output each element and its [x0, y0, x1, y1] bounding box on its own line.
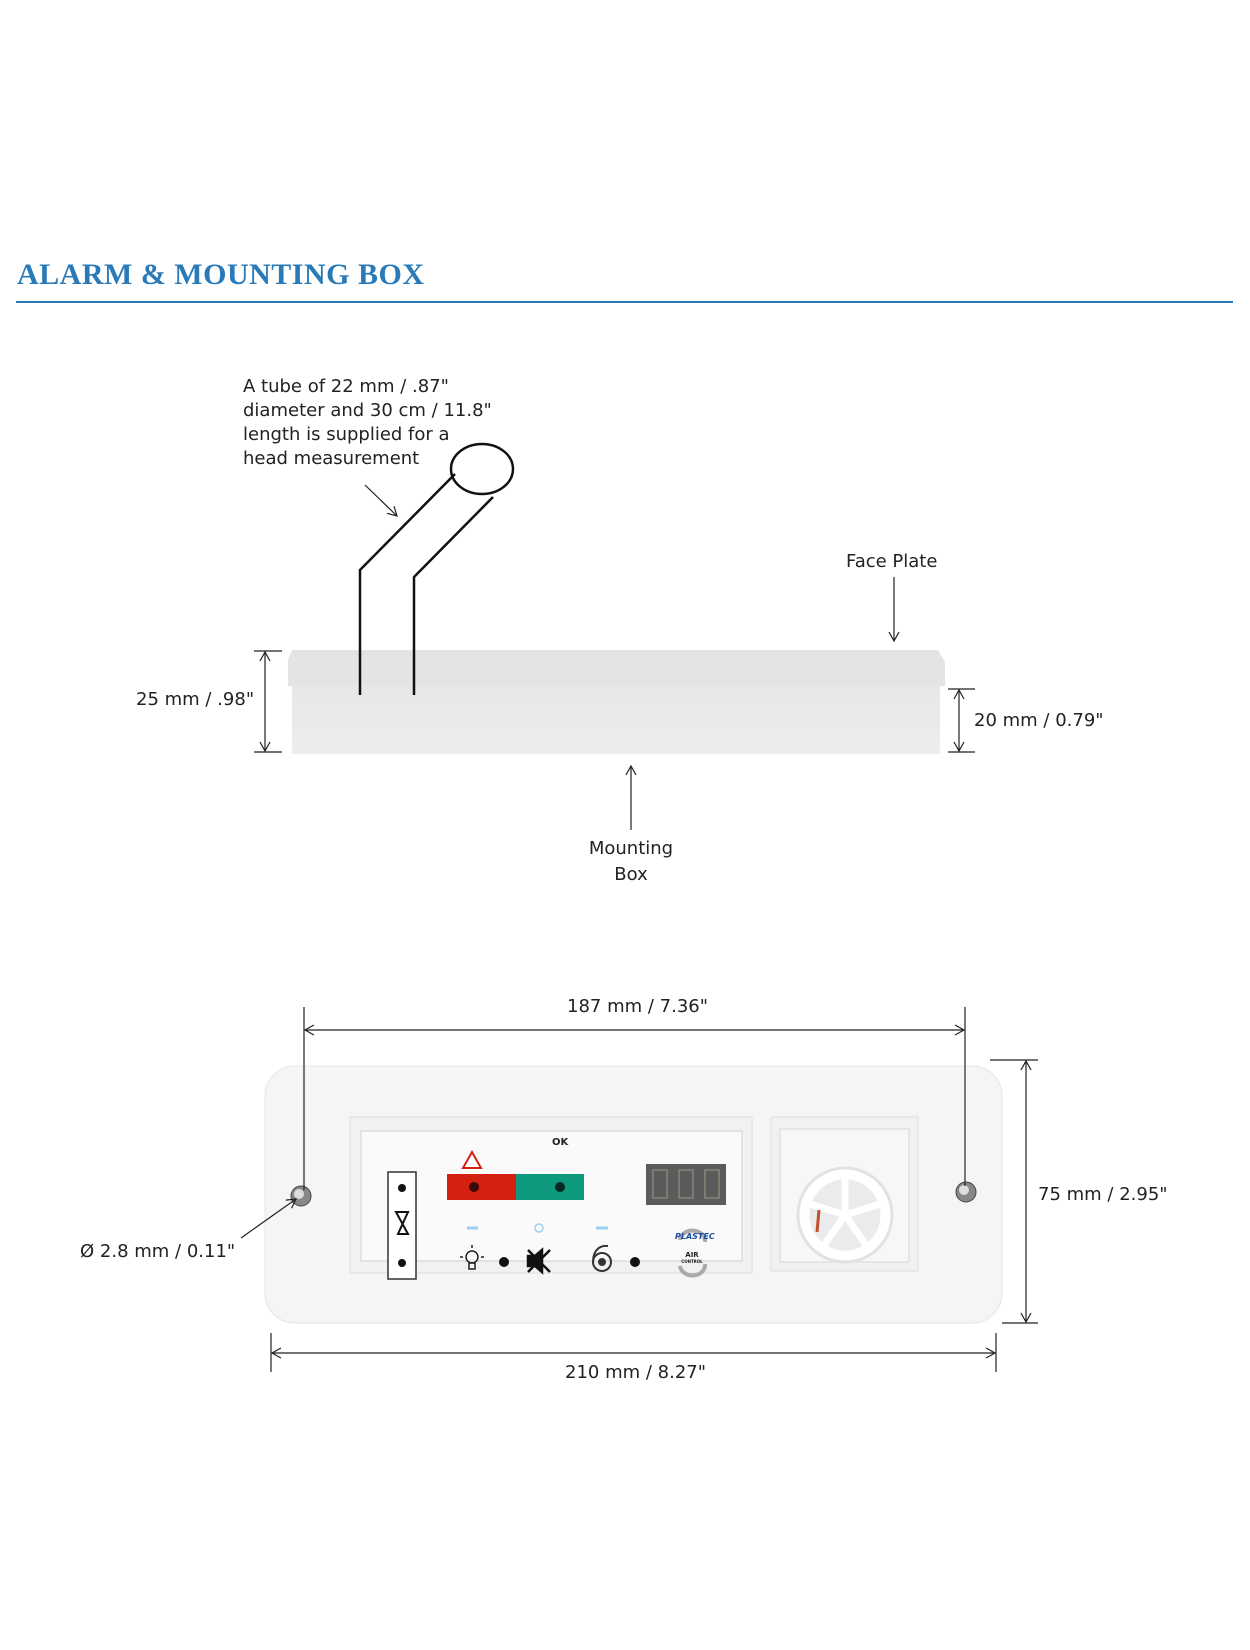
logo-name: PLASTEC [675, 1232, 715, 1241]
tube-note-line: length is supplied for a [243, 424, 450, 445]
dim-25mm-label: 25 mm / .98" [136, 689, 255, 710]
plastec-logo [678, 1228, 708, 1278]
tube-note-line: diameter and 30 cm / 11.8" [243, 400, 492, 421]
dim-25mm [254, 650, 282, 753]
mounting-box-side [288, 650, 945, 754]
plastec-logo-text: PLASTEC AIR CONTROL [675, 1232, 715, 1264]
alarm-led-bar [447, 1174, 516, 1200]
dim-20mm-label: 20 mm / 0.79" [974, 710, 1104, 731]
tube [358, 442, 515, 695]
screw-right [955, 1181, 977, 1203]
hole-diameter-label: Ø 2.8 mm / 0.11" [80, 1241, 236, 1262]
ok-label: OK [552, 1137, 569, 1148]
mounting-box-label: Mounting Box [571, 836, 691, 888]
mounting-box-label-line: Box [614, 864, 648, 885]
mounting-box-label-line: Mounting [588, 838, 674, 859]
warning-icon [461, 1149, 483, 1169]
title-rule [16, 301, 1233, 303]
face-plate-label: Face Plate [846, 551, 938, 572]
page-title: ALARM & MOUNTING BOX [17, 258, 425, 291]
timer-switch [387, 1171, 417, 1280]
buzzer-grille [796, 1166, 894, 1264]
tube-note-line: head measurement [243, 448, 420, 469]
logo-sub: AIR [685, 1251, 699, 1259]
screw-left [290, 1185, 312, 1207]
tube-note-line: A tube of 22 mm / .87" [243, 376, 449, 397]
dim-210mm-label: 210 mm / 8.27" [565, 1362, 707, 1383]
dim-75mm-label: 75 mm / 2.95" [1038, 1184, 1168, 1205]
ok-led-bar [516, 1174, 584, 1200]
fan-icon [592, 1244, 612, 1272]
dim-20mm [948, 688, 975, 753]
light-icon [460, 1245, 484, 1270]
mute-icon [526, 1247, 551, 1275]
logo-sub2: CONTROL [681, 1259, 703, 1264]
dim-187mm-label: 187 mm / 7.36" [567, 996, 709, 1017]
tube-note: A tube of 22 mm / .87" diameter and 30 c… [243, 375, 492, 471]
tube-note-arrow [364, 484, 398, 517]
